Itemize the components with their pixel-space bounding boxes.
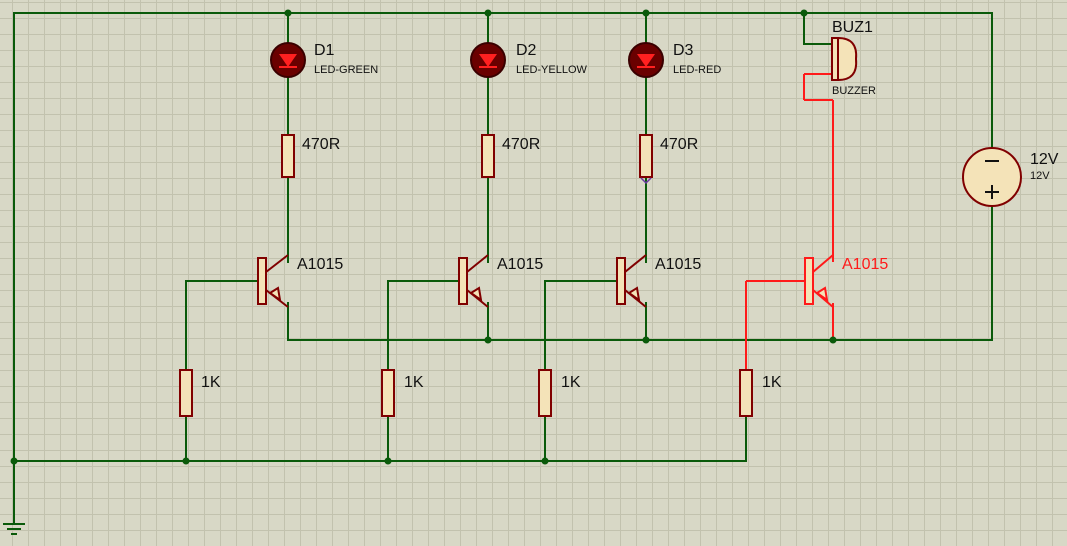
led-ref-label: D2 (516, 42, 537, 59)
transistor-label: A1015 (497, 256, 543, 273)
battery-ref-label: 12V (1030, 151, 1059, 168)
led-value-label: LED-GREEN (314, 64, 378, 76)
transistor-q1[interactable]: A1015 (257, 254, 343, 308)
transistor-q2[interactable]: A1015 (458, 254, 543, 308)
buzzer-value-label: BUZZER (832, 85, 876, 97)
transistor-q4-selected[interactable]: A1015 (804, 254, 888, 308)
wires (13, 12, 993, 521)
resistor-value-label: 470R (502, 136, 540, 153)
junction-dots (10, 9, 837, 465)
resistor-value-label: 1K (762, 374, 782, 391)
resistor-1k-2[interactable]: 1K (381, 369, 424, 417)
led-ref-label: D3 (673, 42, 694, 59)
resistor-value-label: 1K (561, 374, 581, 391)
led-ref-label: D1 (314, 42, 335, 59)
transistor-label: A1015 (297, 256, 343, 273)
resistor-value-label: 470R (660, 136, 698, 153)
resistor-1k-3[interactable]: 1K (538, 369, 581, 417)
led-value-label: LED-RED (673, 64, 721, 76)
led-value-label: LED-YELLOW (516, 64, 588, 76)
resistor-value-label: 1K (201, 374, 221, 391)
buzzer-ref-label: BUZ1 (832, 19, 873, 36)
led-d3[interactable]: D3 LED-RED (628, 42, 721, 78)
battery-value-label: 12V (1030, 170, 1050, 182)
transistor-label: A1015 (842, 256, 888, 273)
battery-12v[interactable]: 12V 12V (962, 147, 1059, 207)
resistor-470r-2[interactable]: 470R (481, 134, 540, 178)
resistor-1k-4[interactable]: 1K (739, 369, 782, 417)
led-d2[interactable]: D2 LED-YELLOW (470, 42, 588, 78)
ground-symbol[interactable] (3, 504, 25, 535)
transistor-label: A1015 (655, 256, 701, 273)
led-d1[interactable]: D1 LED-GREEN (270, 42, 378, 78)
resistor-1k-1[interactable]: 1K (179, 369, 221, 417)
resistor-470r-1[interactable]: 470R (281, 134, 340, 178)
resistor-470r-3[interactable]: 470R (639, 134, 698, 185)
transistor-q3[interactable]: A1015 (616, 254, 701, 308)
resistor-value-label: 1K (404, 374, 424, 391)
selected-wires (745, 73, 834, 370)
resistor-value-label: 470R (302, 136, 340, 153)
buzzer-buz1[interactable]: BUZ1 BUZZER (831, 19, 876, 97)
